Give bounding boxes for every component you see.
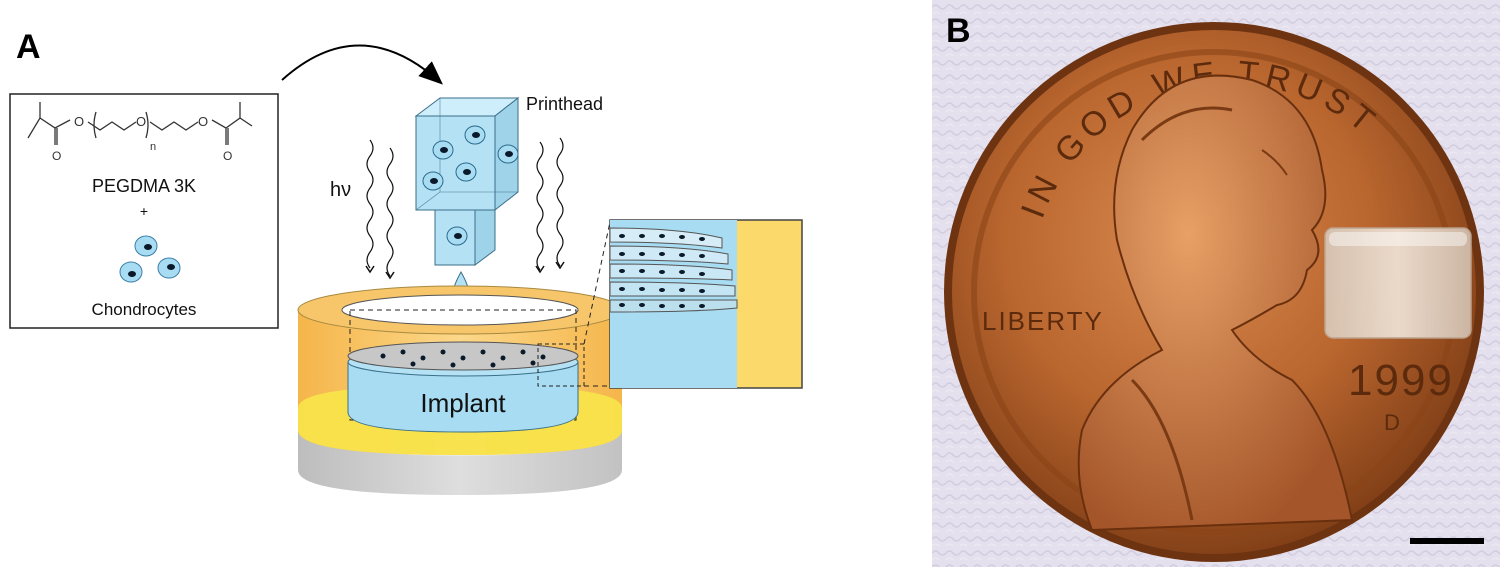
pegdma-structure	[27, 102, 253, 145]
inset-cells	[619, 234, 705, 308]
svg-text:O: O	[52, 149, 61, 163]
implant-cell-dots	[380, 349, 546, 368]
hydrogel-implant	[1324, 227, 1472, 339]
cells-label: Chondrocytes	[92, 300, 197, 319]
panel-letter-b: B	[946, 12, 971, 50]
chondrocyte-cells	[119, 235, 181, 283]
panel-b-photo: IN GOD WE TRUST LIBERTY 1999 D B	[932, 0, 1500, 567]
printhead	[414, 96, 520, 307]
plus-sign: +	[140, 203, 148, 219]
lincoln-bust	[1077, 74, 1354, 532]
light-label: hν	[330, 179, 351, 201]
svg-text:O: O	[223, 149, 232, 163]
bioprinting-schematic: O O O O O n PEGDMA 3K + Chondrocytes	[9, 44, 803, 495]
svg-text:O: O	[136, 114, 146, 129]
printhead-label: Printhead	[526, 94, 603, 114]
chemical-name: PEGDMA 3K	[92, 176, 196, 196]
subscript-n: n	[150, 141, 156, 153]
panel-a-schematic: A	[9, 28, 803, 495]
implant-label: Implant	[420, 388, 506, 418]
coin-liberty: LIBERTY	[982, 306, 1104, 336]
panel-letter-a: A	[16, 28, 41, 66]
zoom-inset	[537, 219, 803, 389]
penny: IN GOD WE TRUST LIBERTY 1999 D	[944, 22, 1484, 562]
coin-mint-mark: D	[1384, 410, 1400, 435]
light-waves	[365, 137, 565, 280]
printhead-cells	[422, 125, 519, 246]
reagent-box: O O O O O n PEGDMA 3K + Chondrocytes	[9, 93, 279, 329]
coin-photo: IN GOD WE TRUST LIBERTY 1999 D	[932, 0, 1500, 567]
transfer-arrow	[281, 44, 443, 85]
coin-year: 1999	[1348, 356, 1454, 405]
implant: Implant	[347, 341, 579, 433]
svg-text:O: O	[198, 114, 208, 129]
scale-bar	[1410, 538, 1484, 544]
svg-text:O: O	[74, 114, 84, 129]
